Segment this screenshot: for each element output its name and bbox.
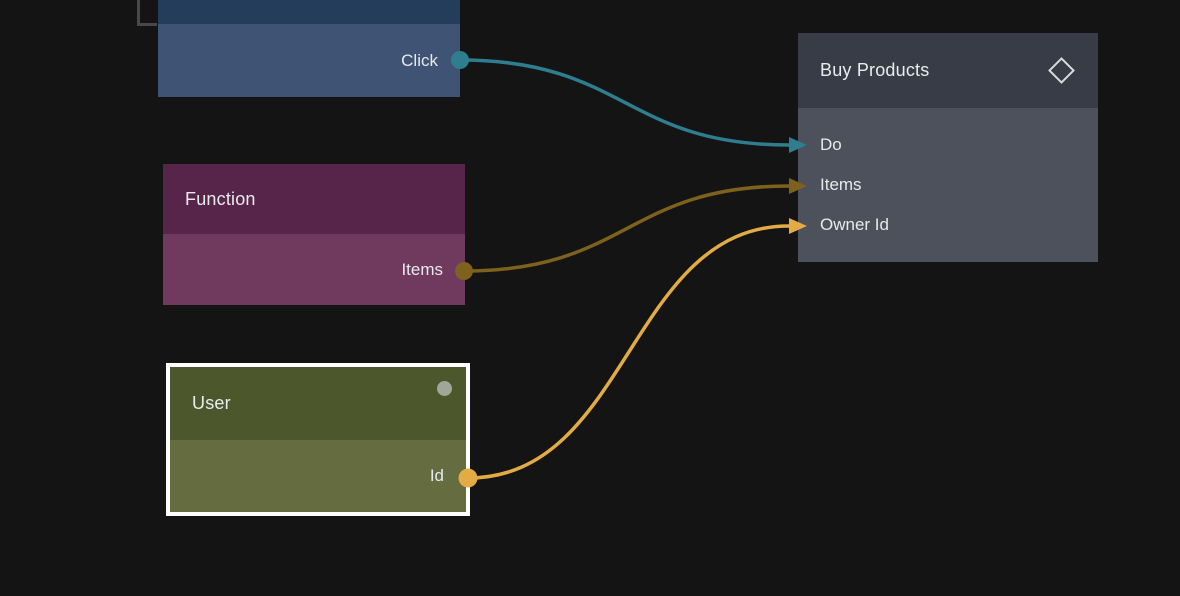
input-port-label: Owner Id bbox=[820, 215, 889, 234]
node-click[interactable]: Click bbox=[158, 0, 460, 97]
output-port-label: Items bbox=[401, 259, 443, 279]
node-title: Function bbox=[185, 188, 256, 209]
selection-frame-corner bbox=[137, 0, 157, 26]
node-click-header bbox=[158, 0, 460, 24]
node-user-header: User bbox=[170, 367, 466, 440]
input-port-label: Do bbox=[820, 135, 842, 154]
node-buy-products[interactable]: Buy Products Do Items Owner Id bbox=[798, 33, 1098, 262]
output-port-row-items[interactable]: Items bbox=[163, 234, 465, 305]
output-port-row-click[interactable]: Click bbox=[158, 24, 460, 97]
node-buy-products-header: Buy Products bbox=[798, 33, 1098, 108]
output-port-label: Id bbox=[429, 466, 444, 485]
connection-items-to-items[interactable] bbox=[462, 184, 791, 273]
input-port-row-do[interactable]: Do bbox=[798, 125, 1098, 165]
node-title: Buy Products bbox=[820, 60, 930, 80]
connection-id-to-owner-id[interactable] bbox=[466, 224, 791, 480]
node-user-body: Id bbox=[170, 440, 466, 512]
node-function-body: Items bbox=[163, 234, 465, 305]
output-port-label: Click bbox=[401, 50, 438, 70]
node-user[interactable]: User Id bbox=[166, 363, 470, 516]
node-buy-products-body: Do Items Owner Id bbox=[798, 108, 1098, 262]
node-title: User bbox=[192, 393, 231, 413]
input-port-row-owner-id[interactable]: Owner Id bbox=[798, 205, 1098, 245]
node-function-header: Function bbox=[163, 164, 465, 234]
node-function[interactable]: Function Items bbox=[163, 164, 465, 305]
node-click-body: Click bbox=[158, 24, 460, 97]
diamond-icon bbox=[1048, 57, 1075, 84]
input-port-row-items[interactable]: Items bbox=[798, 165, 1098, 205]
connection-click-to-do[interactable] bbox=[458, 58, 791, 147]
connection-status-dot bbox=[437, 381, 452, 396]
output-port-row-id[interactable]: Id bbox=[170, 440, 466, 512]
input-port-label: Items bbox=[820, 175, 862, 194]
